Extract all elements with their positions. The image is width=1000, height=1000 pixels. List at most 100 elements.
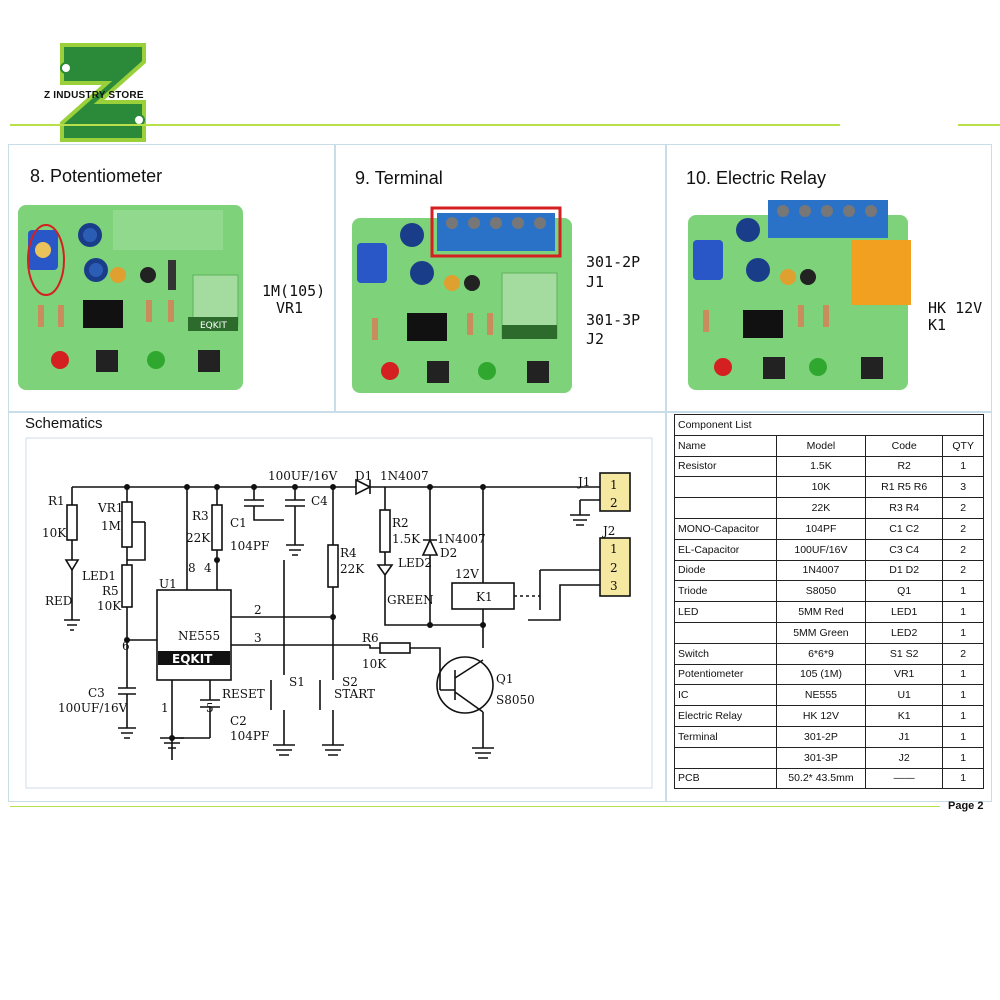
schematic-diagram: R1 10K VR1 1M LED1 RED R5 10K U1 NE555 E…: [25, 437, 653, 789]
table-cell-qty: 1: [942, 455, 984, 478]
table-cell-qty: 2: [942, 497, 984, 519]
sch-d2: D2: [440, 546, 457, 560]
sch-c1: C1: [230, 516, 247, 530]
store-logo: [60, 43, 146, 142]
table-cell-code: S1 S2: [864, 642, 944, 665]
table-cell-model: S8050: [775, 580, 866, 603]
label-j2-model: 301-3P: [586, 311, 641, 329]
sch-j1: J1: [576, 475, 590, 489]
sch-c4-value: 100UF/16V: [268, 469, 338, 483]
footer-rule: [10, 806, 940, 807]
table-cell-model: 1N4007: [775, 559, 866, 582]
logo-text: Z INDUSTRY STORE: [44, 90, 144, 101]
table-cell-qty: 2: [942, 517, 984, 540]
label-j2-code: J2: [586, 330, 605, 348]
header-name: Name: [674, 434, 777, 457]
top-rule-right: [958, 124, 1000, 126]
page-number: Page 2: [948, 800, 984, 812]
sch-c3: C3: [88, 686, 105, 700]
table-cell-code: R3 R4: [864, 497, 944, 519]
table-cell-name: Potentiometer: [674, 663, 777, 686]
panel-potentiometer: [8, 144, 335, 412]
table-cell-code: R2: [864, 455, 944, 478]
table-cell-model: HK 12V: [775, 705, 866, 727]
sch-s2: S2: [342, 675, 358, 689]
panel-terminal: [335, 144, 666, 412]
top-rule: [10, 124, 840, 126]
table-cell-model: 1.5K: [775, 455, 866, 478]
label-pot-model: 1M(105): [262, 282, 326, 300]
sch-c2: C2: [230, 714, 247, 728]
table-cell-model: 105 (1M): [775, 663, 866, 686]
sch-c1-value: 104PF: [230, 539, 269, 553]
title-terminal: 9. Terminal: [355, 168, 443, 188]
pcb-brand: EQKIT: [200, 321, 227, 331]
sch-r4: R4: [340, 546, 357, 560]
sch-pin1: 1: [161, 701, 169, 715]
sch-pin4: 4: [204, 561, 212, 575]
table-cell-name: PCB: [674, 767, 777, 790]
table-cell-code: LED2: [864, 621, 944, 644]
table-cell-code: J1: [864, 725, 944, 748]
pcb-photo-relay: [688, 200, 911, 390]
table-cell-qty: 1: [942, 725, 984, 748]
table-cell-qty: 2: [942, 642, 984, 665]
table-cell-code: C1 C2: [864, 517, 944, 540]
table-cell-code: ——: [864, 767, 944, 790]
panel-component-list: [666, 412, 992, 802]
table-cell-name: [674, 621, 777, 644]
component-table: Component List Name Model Code QTY Resis…: [674, 414, 984, 790]
header-model: Model: [775, 434, 866, 457]
sch-brand: EQKIT: [172, 652, 213, 666]
table-cell-qty: 2: [942, 538, 984, 561]
table-cell-model: 50.2* 43.5mm: [775, 767, 866, 790]
table-cell-model: 5MM Green: [775, 621, 866, 644]
component-list-title: Component List: [674, 414, 984, 436]
table-cell-name: Terminal: [674, 725, 777, 748]
sch-j2-pin1: 1: [610, 542, 618, 556]
table-cell-qty: 1: [942, 746, 984, 769]
sch-r1-value: 10K: [42, 526, 67, 540]
sch-pin8: 8: [188, 561, 196, 575]
sch-c2-value: 104PF: [230, 729, 269, 743]
table-cell-model: 301-3P: [775, 746, 866, 769]
table-header-row: Name Model Code QTY: [674, 434, 984, 457]
sch-pin6: 6: [122, 639, 130, 653]
table-cell-name: Switch: [674, 642, 777, 665]
table-cell-model: 6*6*9: [775, 642, 866, 665]
label-j1-code: J1: [586, 273, 605, 291]
table-cell-qty: 1: [942, 621, 984, 644]
table-cell-model: 104PF: [775, 517, 866, 540]
sch-pin3: 3: [254, 631, 262, 645]
sch-r5: R5: [102, 584, 119, 598]
table-cell-qty: 1: [942, 663, 984, 686]
sch-r4-value: 22K: [340, 562, 365, 576]
sch-led2: LED2: [398, 556, 432, 570]
sch-c3-value: 100UF/16V: [58, 701, 128, 715]
table-cell-code: D1 D2: [864, 559, 944, 582]
table-cell-qty: 3: [942, 476, 984, 499]
table-cell-name: Electric Relay: [674, 705, 777, 727]
title-potentiometer: 8. Potentiometer: [30, 166, 163, 186]
sch-r6: R6: [362, 631, 379, 645]
table-cell-qty: 2: [942, 559, 984, 582]
label-relay-model: HK 12V: [928, 299, 983, 317]
header-qty: QTY: [942, 434, 984, 457]
table-cell-code: R1 R5 R6: [864, 476, 944, 499]
sch-k1: K1: [476, 590, 493, 604]
table-cell-name: [674, 746, 777, 769]
sch-j1-pin2: 2: [610, 496, 618, 510]
sch-c4: C4: [311, 494, 328, 508]
